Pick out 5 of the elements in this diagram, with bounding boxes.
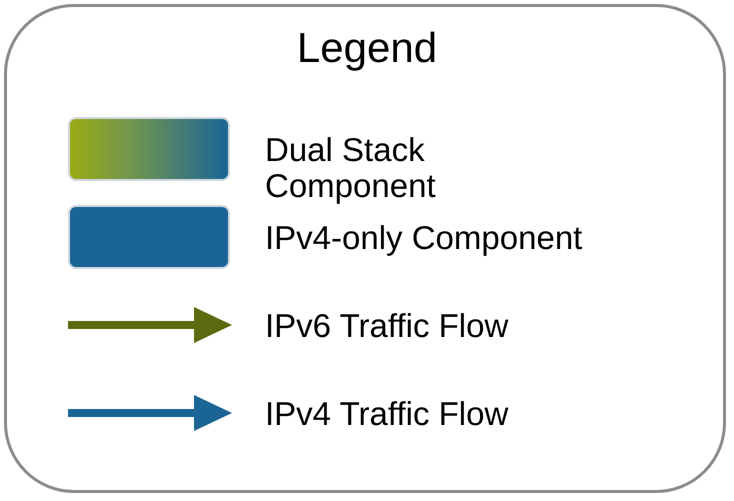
legend-label: Dual Stack Component [265,132,437,204]
legend-label: IPv4 Traffic Flow [265,396,510,432]
legend-label: IPv6 Traffic Flow [265,308,510,344]
legend-title: Legend [296,24,438,72]
legend-label: IPv4-only Component [265,220,584,256]
